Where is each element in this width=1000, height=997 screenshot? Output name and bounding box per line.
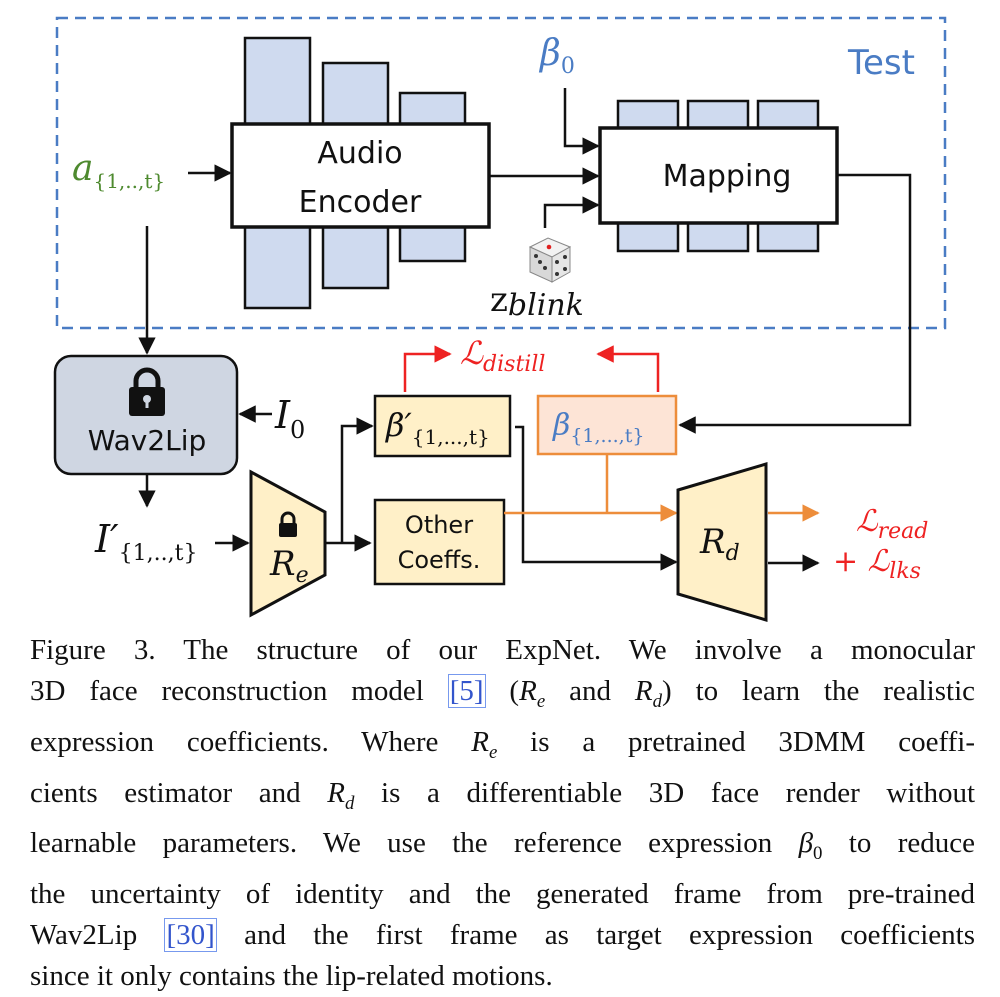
- loss-read-label: ℒread: [856, 504, 928, 544]
- lock-icon: [129, 367, 165, 416]
- citation-link[interactable]: [30]: [164, 918, 217, 953]
- mapping-label: Mapping: [663, 159, 792, 194]
- expnet-diagram: Test Audio Encoder Mapping a{1,..,t} β0 …: [53, 16, 947, 623]
- audio-encoder-label-2: Encoder: [299, 185, 422, 220]
- loss-lks-label: + ℒlks: [833, 544, 921, 584]
- caption-line: cients estimator and Rd is a differentia…: [30, 776, 975, 814]
- audio-input-label: a{1,..,t}: [72, 148, 165, 193]
- figure-caption: Figure 3. The structure of our ExpNet. W…: [30, 630, 975, 997]
- rd-label: Rd: [699, 522, 740, 566]
- lock-icon-small: [279, 511, 297, 537]
- zblink-label: zblink: [490, 280, 584, 323]
- beta0-label: β0: [538, 33, 575, 79]
- caption-line: since it only contains the lip-related m…: [30, 960, 553, 993]
- caption-line: 3D face reconstruction model [5] (Re and…: [30, 674, 976, 712]
- rd-block: Rd: [676, 461, 768, 623]
- re-label: Re: [269, 544, 309, 588]
- audio-encoder: Audio Encoder: [230, 36, 491, 310]
- dice-icon: [528, 237, 572, 283]
- re-block: Re: [249, 469, 327, 618]
- beta-label: β{1,...,t}: [552, 408, 644, 447]
- citation-link[interactable]: [5]: [447, 674, 486, 708]
- test-region: [55, 16, 947, 330]
- caption-line: the uncertainty of identity and the gene…: [30, 878, 975, 911]
- caption-line: expression coefficients. Where Re is a p…: [30, 725, 975, 763]
- test-label: Test: [847, 43, 915, 83]
- caption-line: Figure 3. The structure of our ExpNet. W…: [30, 634, 975, 666]
- iprime-label: I′{1,..,t}: [94, 517, 197, 566]
- beta-prime-label: β′{1,...,t}: [385, 406, 490, 449]
- loss-distill-label: ℒdistill: [460, 334, 545, 377]
- beta-box: β{1,...,t}: [536, 394, 678, 456]
- other-coeffs-label-2: Coeffs.: [398, 546, 481, 574]
- other-coeffs-box: Other Coeffs.: [373, 498, 506, 586]
- mapping-block: Mapping: [598, 99, 839, 253]
- i0-label: I0: [274, 393, 305, 444]
- wav2lip-box: Wav2Lip: [53, 354, 239, 476]
- beta-prime-box: β′{1,...,t}: [373, 394, 512, 458]
- audio-encoder-label-1: Audio: [317, 136, 402, 171]
- caption-line: Wav2Lip [30] and the first frame as targ…: [30, 918, 975, 953]
- caption-line: learnable parameters. We use the referen…: [30, 827, 975, 865]
- wav2lip-label: Wav2Lip: [88, 424, 207, 457]
- other-coeffs-label-1: Other: [405, 511, 473, 539]
